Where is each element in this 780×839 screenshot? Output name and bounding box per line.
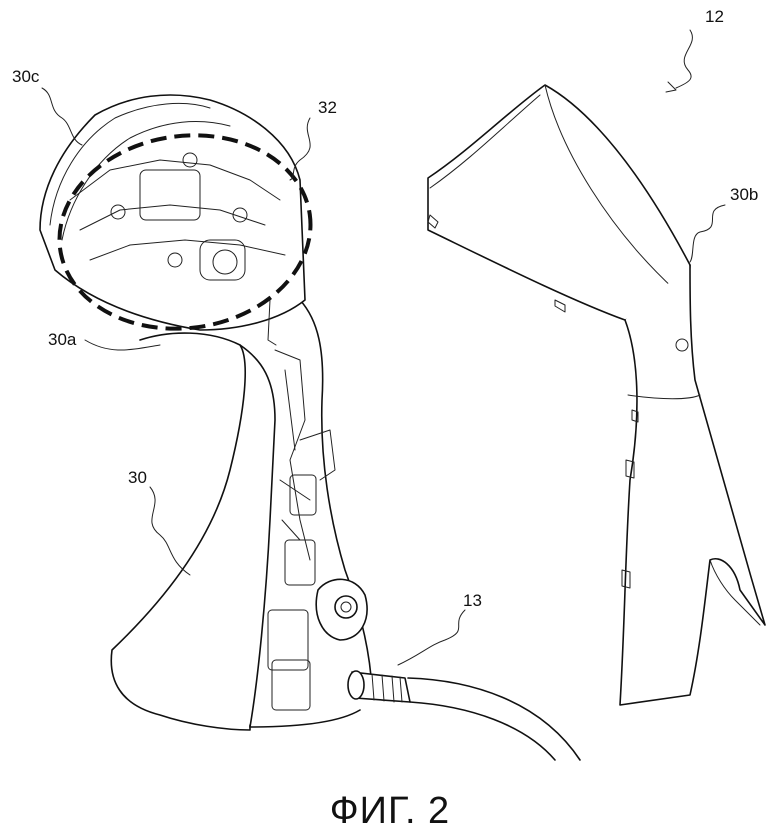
shell-cover-right: [428, 85, 765, 705]
ref-label-30b: 30b: [730, 185, 758, 204]
ref-label-30a: 30a: [48, 330, 77, 349]
ref-label-13: 13: [463, 591, 482, 610]
leader-12: [676, 30, 692, 88]
figure-caption: ФИГ. 2: [0, 790, 780, 833]
ref-label-12: 12: [705, 7, 724, 26]
leader-13: [398, 610, 465, 665]
ref-label-32: 32: [318, 98, 337, 117]
power-cord: [348, 671, 580, 760]
leader-30: [150, 487, 190, 575]
leader-30b: [690, 205, 725, 262]
pivot-joint: [316, 579, 367, 640]
ref-label-30c: 30c: [12, 67, 40, 86]
ref-label-30: 30: [128, 468, 147, 487]
